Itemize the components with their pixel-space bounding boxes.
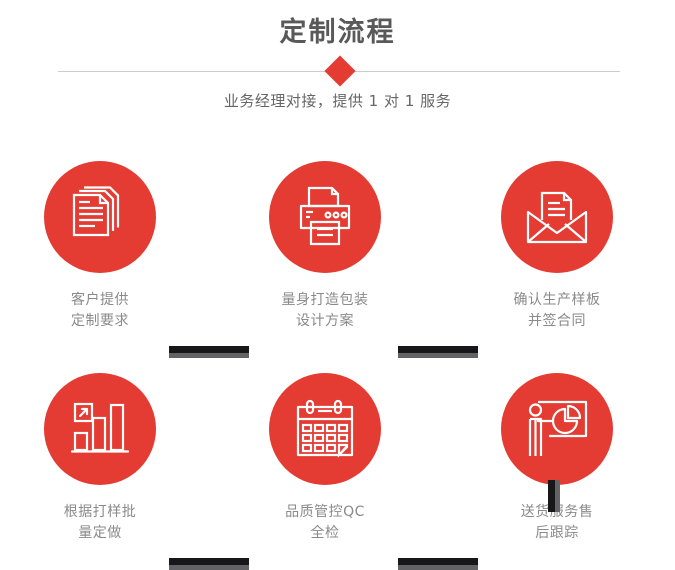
step-5-label: 品质管控QC 全检 — [285, 504, 365, 541]
step-2-label: 量身打造包装 设计方案 — [281, 292, 369, 329]
step-3-icon-circle — [501, 161, 613, 273]
step-3-label: 确认生产样板 并签合同 — [513, 292, 601, 329]
process-step-4[interactable]: 根据打样批 量定做 — [10, 373, 190, 544]
step-2-icon-circle — [269, 161, 381, 273]
header: 定制流程 业务经理对接，提供 1 对 1 服务 — [0, 0, 675, 125]
process-steps: 客户提供 定制要求 量身打造包装 设计方案 — [0, 140, 675, 570]
diamond-marker-icon — [324, 55, 356, 87]
connector-step3-step6 — [548, 480, 560, 512]
header-subtitle: 业务经理对接，提供 1 对 1 服务 — [223, 92, 452, 110]
step-1-icon-circle — [44, 161, 156, 273]
connector-shadow — [169, 565, 249, 570]
process-step-2[interactable]: 量身打造包装 设计方案 — [235, 161, 415, 332]
connector-bar — [398, 558, 478, 565]
step-4-label: 根据打样批 量定做 — [63, 504, 137, 541]
connector-step1-step2 — [169, 346, 249, 358]
step-1-label: 客户提供 定制要求 — [71, 292, 129, 329]
connector-shadow — [398, 565, 478, 570]
connector-shadow — [169, 353, 249, 358]
connector-shadow — [555, 480, 560, 512]
connector-bar — [169, 346, 249, 353]
step-4-icon-circle — [44, 373, 156, 485]
page-title: 定制流程 — [279, 17, 396, 48]
process-step-1[interactable]: 客户提供 定制要求 — [10, 161, 190, 332]
process-step-5[interactable]: 品质管控QC 全检 — [235, 373, 415, 544]
step-6-label: 送货服务售 后跟踪 — [520, 504, 594, 541]
connector-step2-step3 — [398, 346, 478, 358]
connector-bar — [548, 480, 555, 512]
connector-step5-step6 — [398, 558, 478, 570]
connector-shadow — [398, 353, 478, 358]
process-step-6[interactable]: 送货服务售 后跟踪 — [467, 373, 647, 544]
process-step-3[interactable]: 确认生产样板 并签合同 — [467, 161, 647, 332]
connector-step4-step5 — [169, 558, 249, 570]
connector-bar — [169, 558, 249, 565]
step-6-icon-circle — [501, 373, 613, 485]
connector-bar — [398, 346, 478, 353]
step-5-icon-circle — [269, 373, 381, 485]
